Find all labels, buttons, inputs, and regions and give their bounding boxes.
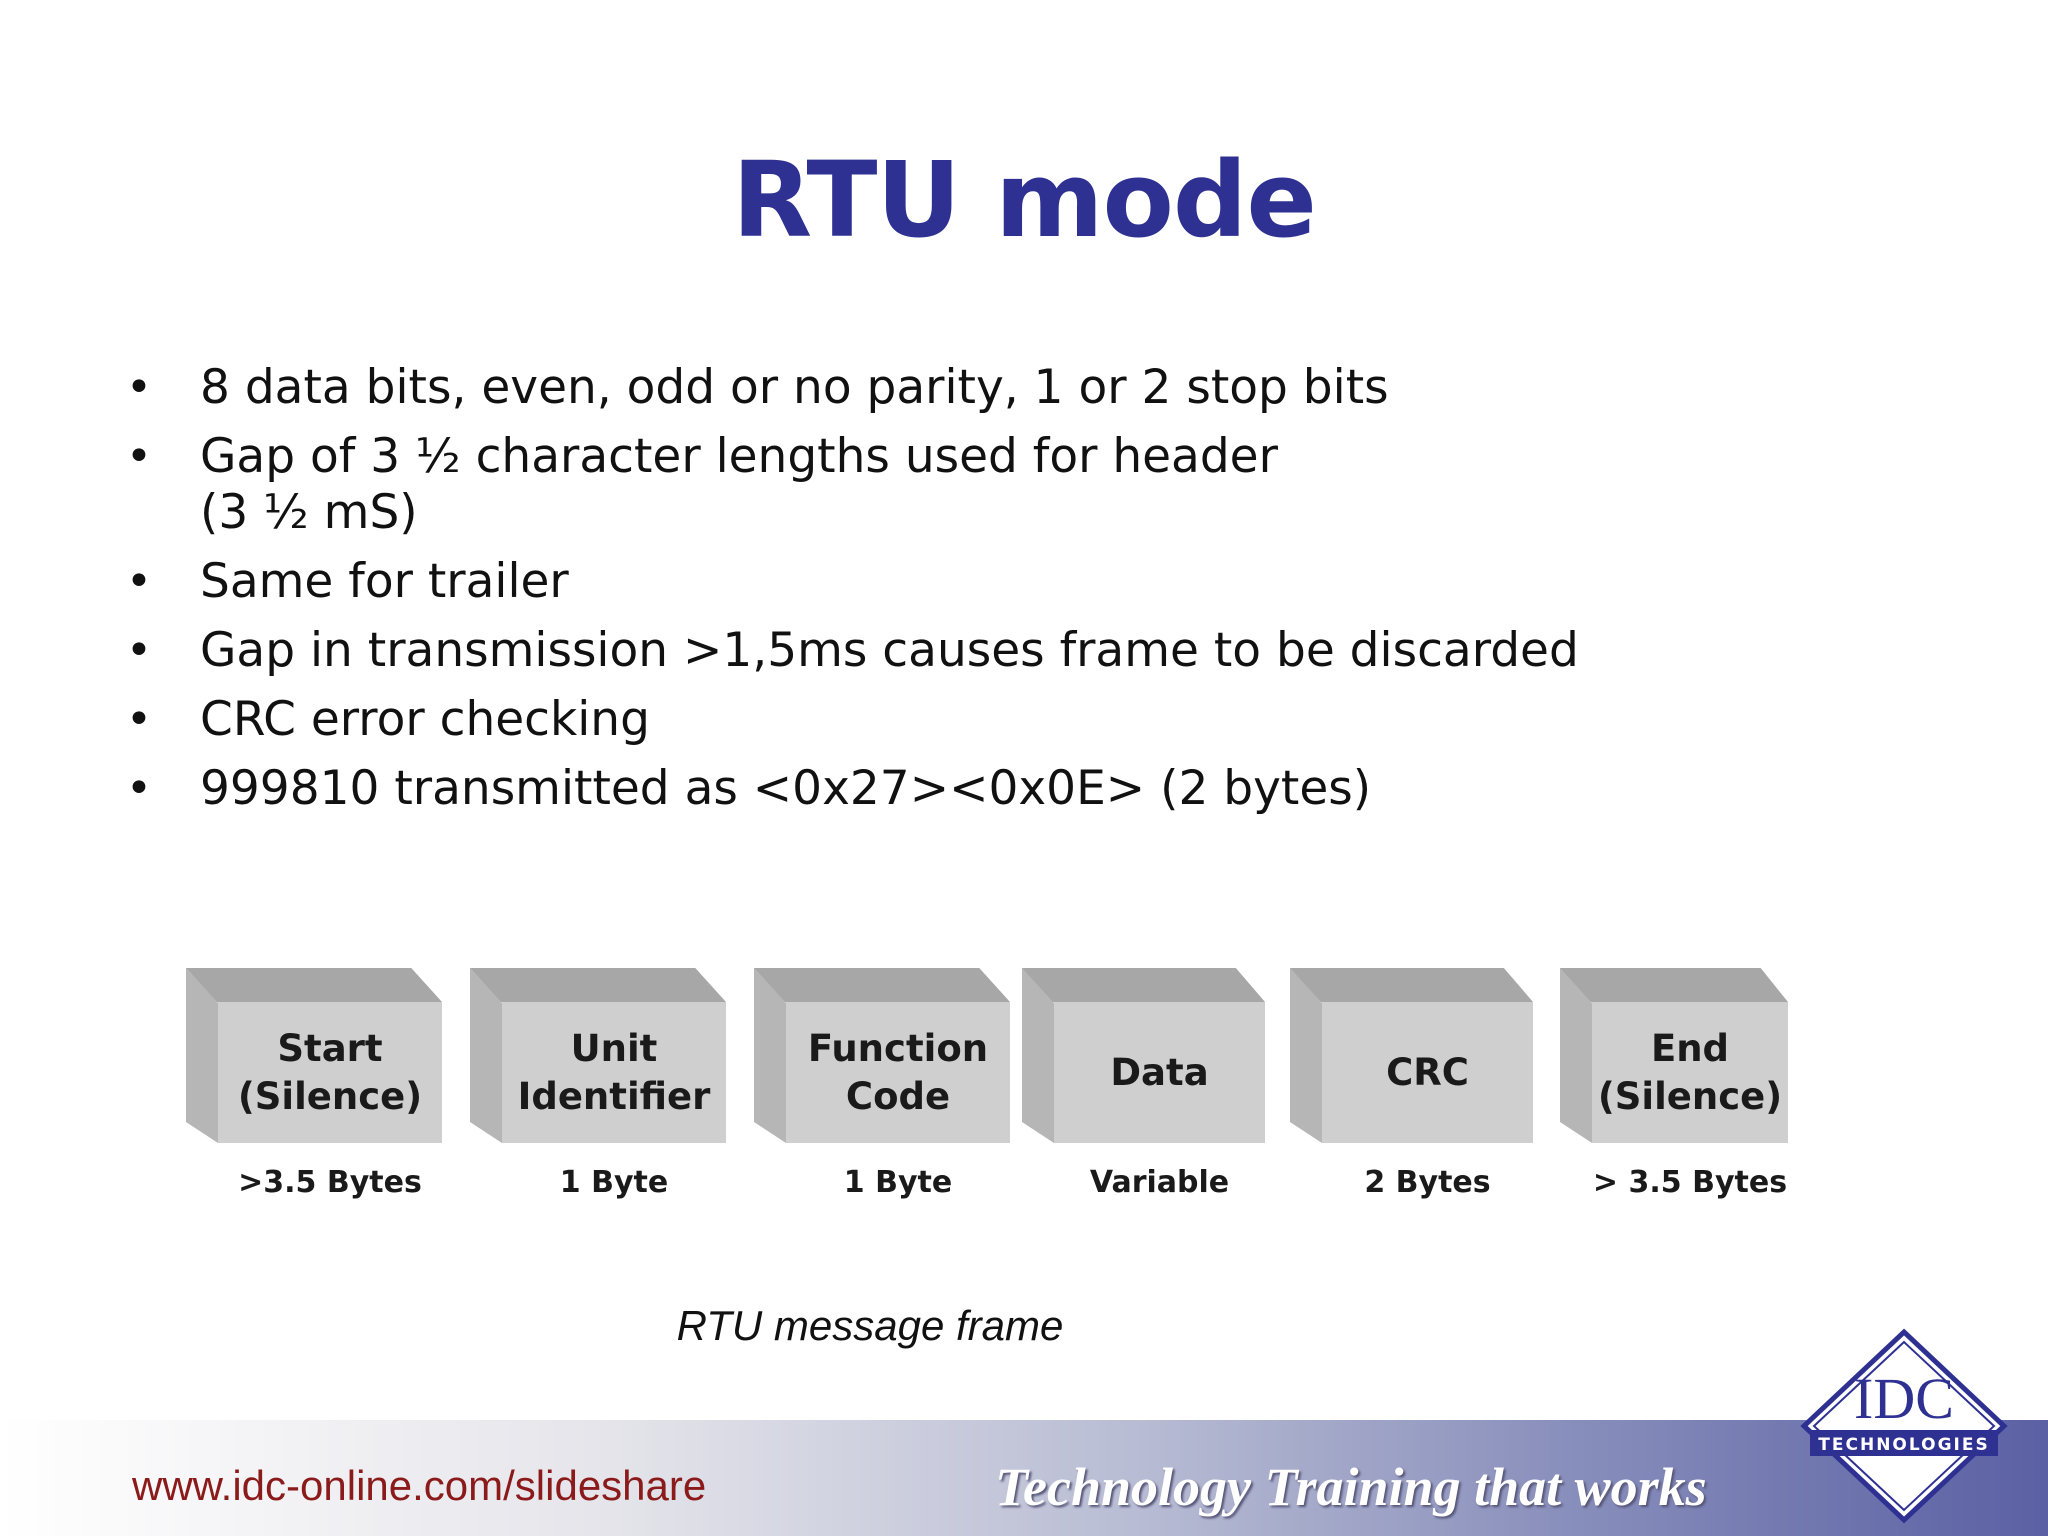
bullet-list: • 8 data bits, even, odd or no parity, 1 …: [120, 360, 1820, 830]
slide-title: RTU mode: [732, 139, 1317, 261]
logo-main-text: IDC: [1854, 1366, 1954, 1431]
frame-block-label: Start (Silence): [218, 1002, 442, 1143]
bullet-item: • Gap in transmission >1,5ms causes frame…: [120, 623, 1820, 679]
footer-url-link[interactable]: www.idc-online.com/slideshare: [132, 1462, 707, 1509]
bullet-dot-icon: •: [126, 362, 152, 413]
frame-block-label: End (Silence): [1592, 1002, 1788, 1143]
bullet-text: Gap of 3 ½ character lengths used for he…: [200, 429, 1278, 540]
bullet-text: CRC error checking: [200, 692, 650, 747]
bullet-text: Same for trailer: [200, 554, 569, 609]
frame-block-size: > 3.5 Bytes: [1592, 1165, 1788, 1200]
rtu-frame-diagram: Start (Silence) >3.5 Bytes Unit Identifi…: [180, 960, 1800, 1230]
logo-sub-text: TECHNOLOGIES: [1818, 1435, 1989, 1455]
bullet-item: • Gap of 3 ½ character lengths used for h…: [120, 429, 1820, 541]
bullet-text: 8 data bits, even, odd or no parity, 1 o…: [200, 360, 1389, 415]
frame-block-size: >3.5 Bytes: [238, 1165, 422, 1200]
frame-block-label: Unit Identifier: [502, 1002, 726, 1143]
frame-block-size: 1 Byte: [843, 1165, 953, 1200]
frame-block-data: Data: [1022, 968, 1265, 1143]
bullet-dot-icon: •: [126, 556, 152, 607]
bullet-dot-icon: •: [126, 694, 152, 745]
frame-block-unit-identifier: Unit Identifier: [470, 968, 726, 1143]
frame-block-crc: CRC: [1290, 968, 1533, 1143]
frame-block-function-code: Function Code: [754, 968, 1010, 1143]
frame-block-label: Data: [1054, 1002, 1265, 1143]
frame-block-start: Start (Silence): [186, 968, 442, 1143]
frame-block-size: 1 Byte: [559, 1165, 669, 1200]
frame-block-size: 2 Bytes: [1364, 1165, 1491, 1200]
bullet-item: • CRC error checking: [120, 692, 1820, 748]
frame-block-size: Variable: [1089, 1165, 1230, 1200]
idc-technologies-logo: IDC TECHNOLOGIES: [1800, 1328, 2008, 1524]
footer-tagline: Technology Training that works: [995, 1457, 1707, 1517]
footer-band: [0, 1420, 2048, 1536]
bullet-dot-icon: •: [126, 625, 152, 676]
bullet-dot-icon: •: [126, 763, 152, 814]
frame-block-end: End (Silence): [1560, 968, 1788, 1143]
bullet-item: • Same for trailer: [120, 554, 1820, 610]
diagram-caption: RTU message frame: [676, 1302, 1064, 1349]
bullet-item: • 8 data bits, even, odd or no parity, 1 …: [120, 360, 1820, 416]
bullet-text: Gap in transmission >1,5ms causes frame …: [200, 623, 1579, 678]
frame-block-label: Function Code: [786, 1002, 1010, 1143]
frame-block-label: CRC: [1322, 1002, 1533, 1143]
bullet-item: • 999810 transmitted as <0x27><0x0E> (2 b…: [120, 761, 1820, 817]
bullet-text: 999810 transmitted as <0x27><0x0E> (2 by…: [200, 761, 1372, 816]
bullet-dot-icon: •: [126, 431, 152, 482]
